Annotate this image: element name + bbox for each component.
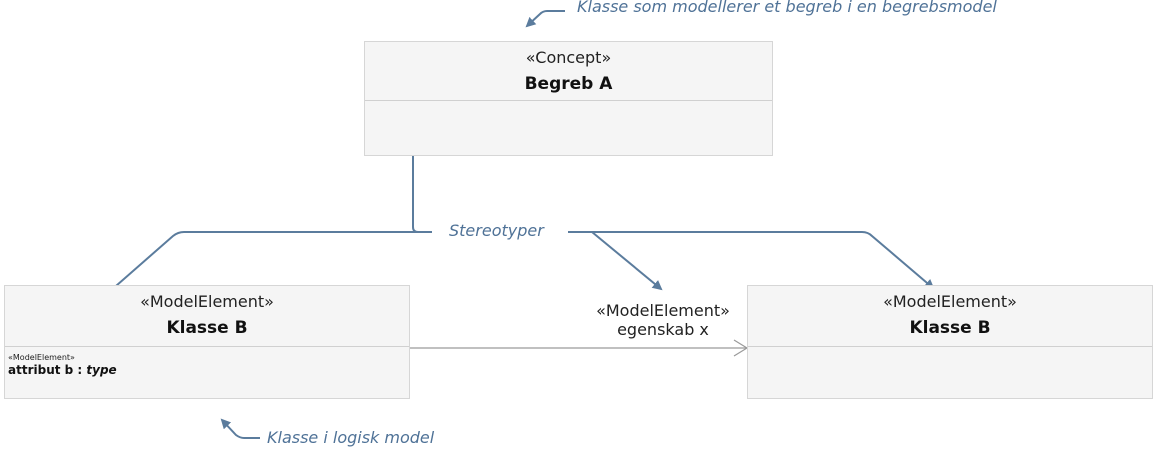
association-stereotype: «ModelElement»: [596, 301, 730, 320]
left-class-stereotype: «ModelElement»: [140, 292, 274, 311]
right-class-stereotype: «ModelElement»: [883, 292, 1017, 311]
stereotype-pointer-to-attribute: [50, 231, 432, 344]
concept-class-name: Begreb A: [524, 74, 613, 94]
logical-note-text: Klasse i logisk model: [267, 428, 435, 447]
concept-class-divider: [365, 100, 772, 101]
stereotype-pointer-to-right-class: [568, 231, 935, 290]
stereotype-pointer-to-association: [591, 231, 663, 291]
right-class-box[interactable]: «ModelElement» Klasse B: [747, 285, 1153, 399]
concept-note-text: Klasse som modellerer et begreb i en beg…: [577, 0, 997, 16]
right-class-name: Klasse B: [909, 318, 991, 338]
logical-note-pointer: [220, 418, 260, 439]
concept-class-stereotype: «Concept»: [525, 48, 612, 67]
association-role: egenskab x: [617, 320, 709, 339]
attribute-stereotype: «ModelElement»: [8, 353, 75, 362]
left-class-name: Klasse B: [166, 318, 248, 338]
concept-note-pointer: [525, 10, 565, 28]
attribute-type: type: [86, 363, 117, 377]
concept-class-box[interactable]: «Concept» Begreb A: [364, 41, 773, 156]
attribute-row[interactable]: attribut b : type: [8, 363, 117, 377]
stereotypes-note-text: Stereotyper: [449, 221, 544, 240]
attribute-name: attribut b :: [8, 363, 83, 377]
left-class-box[interactable]: «ModelElement» Klasse B «ModelElement» a…: [4, 285, 410, 399]
right-class-divider: [748, 346, 1152, 347]
left-class-divider: [5, 346, 409, 347]
association-label[interactable]: «ModelElement» egenskab x: [578, 301, 748, 339]
